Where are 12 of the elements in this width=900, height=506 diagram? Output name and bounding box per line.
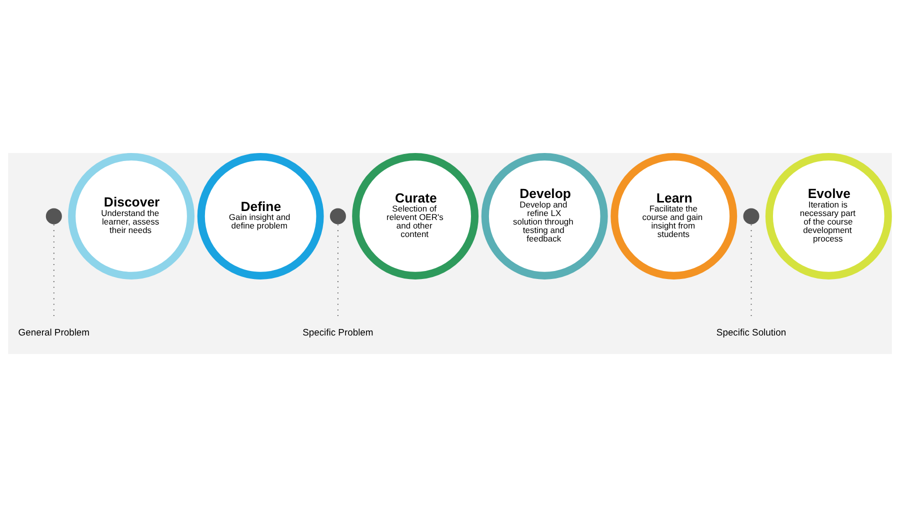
node-text: General Problem xyxy=(18,326,90,338)
node-circle xyxy=(330,208,346,224)
node-circle: Develop Develop and refine LX solution through testing and feedback xyxy=(481,152,608,279)
node-circle xyxy=(46,208,62,224)
node-circle: Evolve Iteration is necessary part of the course development process xyxy=(765,152,892,279)
node-circle: Curate Selection of relevent OER's and other content xyxy=(352,152,479,279)
node-text: Specific Solution xyxy=(716,326,786,338)
node-circle: Discover Understand the learner, assess their needs xyxy=(68,152,194,279)
node-circle: Learn Facilitate the course and gain insight from students xyxy=(610,152,738,279)
node-circle xyxy=(743,208,760,224)
node-circle: Define Gain insight and define problem xyxy=(197,152,324,279)
node-text: Specific Problem xyxy=(302,326,374,338)
